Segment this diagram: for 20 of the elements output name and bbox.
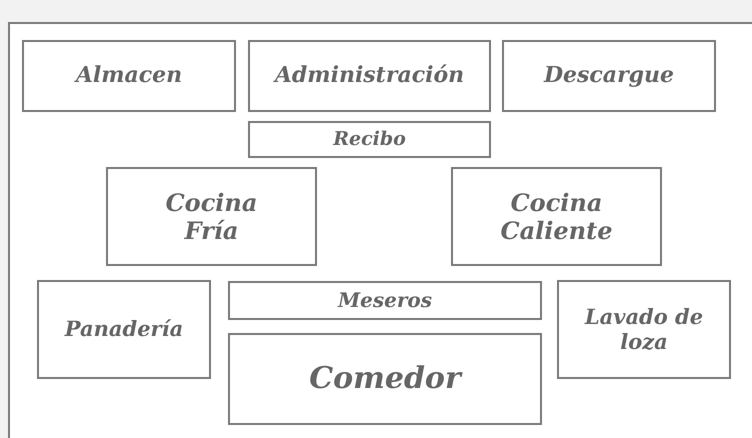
room-box	[502, 40, 716, 112]
room-label: Meseros	[338, 289, 432, 312]
room-box	[451, 167, 662, 266]
room-box	[37, 280, 211, 379]
room-box	[228, 281, 542, 320]
room-label: Panadería	[64, 317, 184, 342]
room-label: Administración	[274, 63, 464, 89]
room-label: Almacen	[76, 63, 182, 89]
room-label: Cocina Caliente	[500, 188, 614, 244]
room-label: Recibo	[333, 128, 406, 150]
room-box	[248, 121, 491, 158]
room-box	[228, 333, 542, 425]
room-label: Comedor	[309, 362, 461, 396]
room-box	[106, 167, 317, 266]
room-box	[22, 40, 236, 112]
room-label: Descargue	[544, 63, 674, 89]
room-label: Cocina Fría	[164, 188, 258, 244]
room-box	[557, 280, 731, 379]
room-box	[248, 40, 491, 112]
room-label: Lavado de loza	[584, 305, 704, 354]
